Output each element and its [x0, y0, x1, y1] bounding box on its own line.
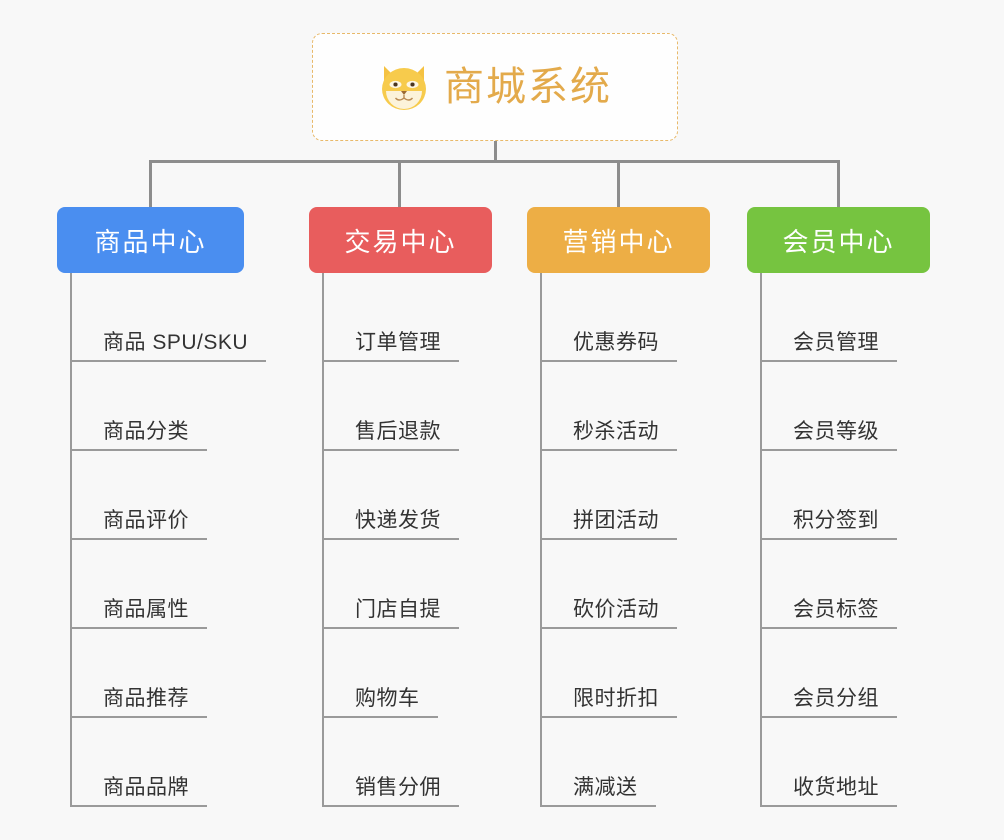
- leaf-label: 优惠券码: [573, 330, 659, 354]
- branch-column-product-center: 商品中心 商品 SPU/SKU 商品分类 商品评价 商品属性 商品推荐 商品品牌: [57, 207, 267, 807]
- list-item[interactable]: 满减送: [527, 718, 710, 807]
- leaf-label: 会员管理: [793, 330, 879, 354]
- leaf-label: 会员等级: [793, 419, 879, 443]
- leaf-label: 限时折扣: [573, 686, 659, 710]
- leaf-label: 商品推荐: [103, 686, 189, 710]
- leaf-label: 秒杀活动: [573, 419, 659, 443]
- list-item[interactable]: 销售分佣: [309, 718, 492, 807]
- category-header-marketing-center[interactable]: 营销中心: [527, 207, 710, 273]
- category-label: 交易中心: [344, 226, 457, 257]
- branch-column-marketing-center: 营销中心 优惠券码 秒杀活动 拼团活动 砍价活动 限时折扣 满减送: [527, 207, 710, 807]
- list-item[interactable]: 商品分类: [57, 362, 244, 451]
- branch-spine: [322, 273, 324, 807]
- leaf-label: 商品分类: [103, 419, 189, 443]
- connector-drop-2: [398, 160, 401, 207]
- root-title: 商城系统: [444, 65, 612, 109]
- leaf-list-member-center: 会员管理 会员等级 积分签到 会员标签 会员分组 收货地址: [747, 273, 930, 807]
- connector-root-stem: [494, 141, 497, 163]
- list-item[interactable]: 订单管理: [309, 273, 492, 362]
- connector-horizontal-bus: [150, 160, 840, 163]
- list-item[interactable]: 商品推荐: [57, 629, 244, 718]
- leaf-list-marketing-center: 优惠券码 秒杀活动 拼团活动 砍价活动 限时折扣 满减送: [527, 273, 710, 807]
- leaf-label: 售后退款: [355, 419, 441, 443]
- list-item[interactable]: 购物车: [309, 629, 492, 718]
- leaf-label: 订单管理: [355, 330, 441, 354]
- leaf-label: 收货地址: [793, 775, 879, 799]
- shiba-dog-icon: [378, 62, 430, 112]
- branch-spine: [70, 273, 72, 807]
- leaf-label: 购物车: [355, 686, 420, 710]
- category-label: 营销中心: [562, 226, 675, 257]
- list-item[interactable]: 积分签到: [747, 451, 930, 540]
- list-item[interactable]: 商品品牌: [57, 718, 244, 807]
- leaf-label: 门店自提: [355, 597, 441, 621]
- connector-drop-1: [149, 160, 152, 207]
- branch-spine: [540, 273, 542, 807]
- leaf-label: 商品 SPU/SKU: [103, 330, 249, 354]
- leaf-label: 砍价活动: [573, 597, 659, 621]
- leaf-label: 会员分组: [793, 686, 879, 710]
- leaf-list-product-center: 商品 SPU/SKU 商品分类 商品评价 商品属性 商品推荐 商品品牌: [57, 273, 267, 807]
- list-item[interactable]: 商品 SPU/SKU: [57, 273, 267, 362]
- leaf-label: 积分签到: [793, 508, 879, 532]
- list-item[interactable]: 快递发货: [309, 451, 492, 540]
- category-header-member-center[interactable]: 会员中心: [747, 207, 930, 273]
- leaf-label: 满减送: [573, 775, 638, 799]
- leaf-list-trade-center: 订单管理 售后退款 快递发货 门店自提 购物车 销售分佣: [309, 273, 492, 807]
- list-item[interactable]: 售后退款: [309, 362, 492, 451]
- category-header-trade-center[interactable]: 交易中心: [309, 207, 492, 273]
- list-item[interactable]: 会员标签: [747, 540, 930, 629]
- list-item[interactable]: 会员等级: [747, 362, 930, 451]
- list-item[interactable]: 会员分组: [747, 629, 930, 718]
- branch-column-member-center: 会员中心 会员管理 会员等级 积分签到 会员标签 会员分组 收货地址: [747, 207, 930, 807]
- leaf-label: 拼团活动: [573, 508, 659, 532]
- list-item[interactable]: 收货地址: [747, 718, 930, 807]
- root-node[interactable]: 商城系统: [312, 33, 678, 141]
- list-item[interactable]: 秒杀活动: [527, 362, 710, 451]
- list-item[interactable]: 限时折扣: [527, 629, 710, 718]
- leaf-label: 销售分佣: [355, 775, 441, 799]
- connector-drop-4: [837, 160, 840, 207]
- branch-column-trade-center: 交易中心 订单管理 售后退款 快递发货 门店自提 购物车 销售分佣: [309, 207, 492, 807]
- list-item[interactable]: 商品属性: [57, 540, 244, 629]
- list-item[interactable]: 砍价活动: [527, 540, 710, 629]
- branch-spine: [760, 273, 762, 807]
- category-label: 会员中心: [782, 226, 895, 257]
- leaf-label: 商品属性: [103, 597, 189, 621]
- category-header-product-center[interactable]: 商品中心: [57, 207, 244, 273]
- list-item[interactable]: 门店自提: [309, 540, 492, 629]
- leaf-label: 商品评价: [103, 508, 189, 532]
- connector-drop-3: [617, 160, 620, 207]
- leaf-label: 会员标签: [793, 597, 879, 621]
- category-label: 商品中心: [94, 226, 207, 257]
- list-item[interactable]: 拼团活动: [527, 451, 710, 540]
- leaf-label: 商品品牌: [103, 775, 189, 799]
- list-item[interactable]: 会员管理: [747, 273, 930, 362]
- leaf-label: 快递发货: [355, 508, 441, 532]
- list-item[interactable]: 优惠券码: [527, 273, 710, 362]
- list-item[interactable]: 商品评价: [57, 451, 244, 540]
